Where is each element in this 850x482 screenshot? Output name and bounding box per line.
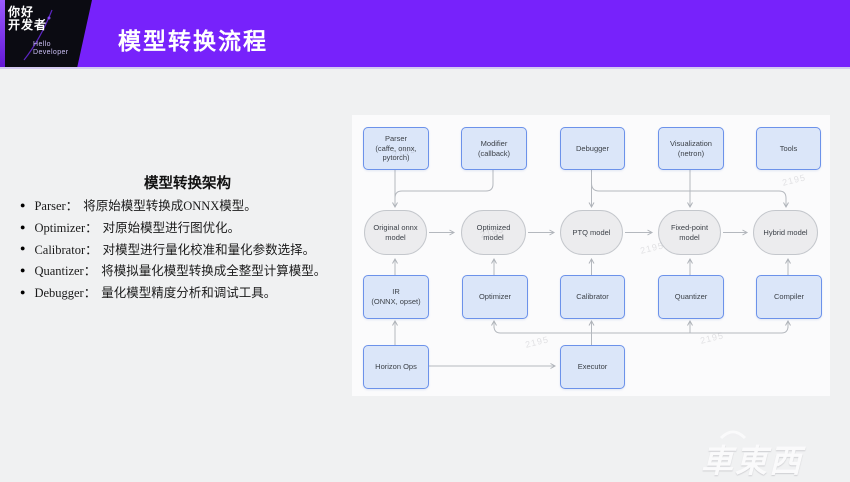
bullet-list: ● Parser： 将原始模型转换成ONNX模型。 ● Optimizer： 对原始模型… [20, 194, 365, 302]
connector-arrows [392, 168, 791, 369]
bullet-dot-icon: ● [20, 264, 26, 275]
logo-accent-strip [0, 0, 5, 67]
signal-arc-icon [719, 430, 747, 440]
bullet-item: ● Optimizer： 对原始模型进行图优化。 [20, 216, 365, 238]
content-heading: 模型转换架构 [144, 176, 231, 192]
bullet-term: Optimizer： [34, 221, 98, 236]
bullet-term: Parser： [34, 199, 79, 214]
bullet-item: ● Calibrator： 对模型进行量化校准和量化参数选择。 [20, 237, 365, 259]
header-bar: 模型转换流程 [0, 0, 850, 69]
bullet-desc: 将原始模型转换成ONNX模型。 [83, 199, 257, 214]
bullet-desc: 将模拟量化模型转换成全整型计算模型。 [101, 264, 327, 279]
bullet-desc: 对模型进行量化校准和量化参数选择。 [102, 242, 316, 257]
bullet-item: ● Parser： 将原始模型转换成ONNX模型。 [20, 194, 365, 216]
node-optimizer: Optimizer [462, 275, 528, 319]
swoosh-icon [23, 9, 53, 61]
node-fixed-point-model: Fixed-point model [658, 210, 721, 255]
logo-en-line2: Developer [33, 49, 69, 56]
node-modifier: Modifier(callback) [461, 127, 527, 170]
node-optimized-model: Optimized model [461, 210, 526, 255]
bullet-dot-icon: ● [20, 286, 26, 297]
node-original-onnx-model: Original onnx model [364, 210, 427, 255]
node-quantizer: Quantizer [658, 275, 724, 319]
bullet-dot-icon: ● [20, 199, 26, 210]
bullet-item: ● Quantizer： 将模拟量化模型转换成全整型计算模型。 [20, 259, 365, 281]
corner-watermark: 車東西 [693, 428, 833, 479]
node-ir: IR(ONNX, opset) [363, 275, 429, 319]
node-visualization: Visualization(netron) [658, 127, 724, 170]
logo-cn-line1: 你好 [8, 5, 35, 19]
node-calibrator: Calibrator [560, 275, 625, 319]
node-hybrid-model: Hybrid model [753, 210, 818, 255]
bullet-term: Quantizer： [34, 264, 97, 279]
node-debugger: Debugger [560, 127, 625, 170]
node-horizon-ops: Horizon Ops [363, 345, 429, 389]
node-tools: Tools [756, 127, 821, 170]
logo-en-line1: Hello [33, 41, 51, 48]
logo-block: 你好 开发者 Hello Developer [0, 0, 92, 67]
bullet-term: Debugger： [34, 286, 97, 301]
node-ptq-model: PTQ model [560, 210, 623, 255]
bullet-dot-icon: ● [20, 243, 26, 254]
page-title: 模型转换流程 [118, 28, 268, 54]
node-compiler: Compiler [756, 275, 822, 319]
bullet-desc: 对原始模型进行图优化。 [102, 221, 241, 236]
bullet-term: Calibrator： [34, 242, 98, 257]
logo-cn-line2: 开发者 [8, 18, 48, 32]
bullet-desc: 量化模型精度分析和调试工具。 [101, 286, 277, 301]
bullet-dot-icon: ● [20, 221, 26, 232]
diagram-panel: Parser(caffe, onnx, pytorch) Modifier(ca… [352, 115, 830, 396]
corner-watermark-text: 車東西 [701, 443, 804, 479]
node-executor: Executor [560, 345, 625, 389]
bullet-item: ● Debugger： 量化模型精度分析和调试工具。 [20, 281, 365, 303]
node-parser: Parser(caffe, onnx, pytorch) [363, 127, 429, 170]
